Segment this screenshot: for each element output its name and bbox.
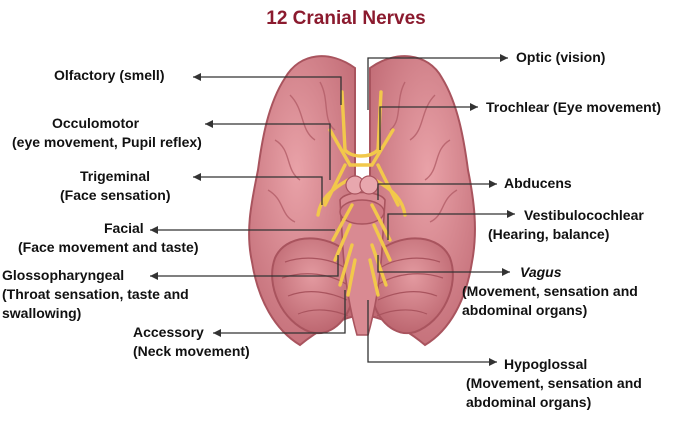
leader-accessory	[213, 290, 346, 334]
leader-occulomotor	[205, 123, 331, 180]
label-abducens: Abducens	[504, 175, 572, 191]
diagram-title: 12 Cranial Nerves	[266, 8, 426, 29]
label-vestibulocochlear: Vestibulocochlear (Hearing, balance)	[488, 207, 644, 242]
leader-trochlear	[379, 106, 478, 150]
leader-vestibulocochlear	[387, 213, 515, 240]
label-facial: Facial (Face movement and taste)	[18, 220, 199, 255]
label-trochlear: Trochlear (Eye movement)	[486, 99, 662, 115]
leader-hypoglossal	[367, 300, 497, 363]
leader-glossopharyngeal	[150, 255, 339, 277]
leader-optic	[367, 57, 508, 110]
leader-vagus	[377, 255, 510, 273]
cranial-nerves-illustration	[316, 90, 407, 297]
leader-abducens	[377, 183, 497, 200]
label-glossopharyngeal: Glossopharyngeal (Throat sensation, tast…	[2, 267, 189, 321]
label-optic: Optic (vision)	[516, 49, 606, 65]
leader-trigeminal	[193, 176, 323, 205]
leader-olfactory	[193, 76, 342, 105]
label-vagus: Vagus (Movement, sensation and abdominal…	[462, 264, 638, 318]
label-hypoglossal: Hypoglossal (Movement, sensation and abd…	[466, 356, 642, 410]
label-occulomotor: Occulomotor (eye movement, Pupil reflex)	[12, 115, 202, 150]
label-trigeminal: Trigeminal (Face sensation)	[60, 168, 171, 203]
label-olfactory: Olfactory (smell)	[54, 67, 165, 83]
label-accessory: Accessory (Neck movement)	[133, 324, 250, 359]
